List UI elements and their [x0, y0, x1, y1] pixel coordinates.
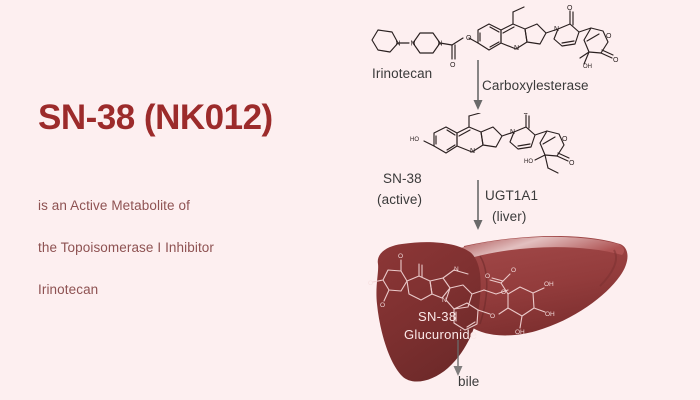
svg-text:OH: OH [515, 329, 525, 336]
svg-text:O: O [511, 267, 516, 274]
svg-text:O: O [562, 136, 568, 143]
subtitle-line-2: the Topoisomerase I Inhibitor [38, 240, 215, 255]
svg-text:N: N [514, 45, 519, 52]
label-ugt1a1-site: (liver) [492, 209, 527, 224]
svg-text:OH: OH [544, 281, 554, 288]
svg-text:O: O [523, 113, 529, 116]
svg-text:O: O [567, 5, 573, 12]
svg-text:O: O [466, 35, 472, 42]
liver-lobe-edge [479, 255, 488, 325]
svg-text:N: N [395, 41, 400, 48]
subtitle-line-3: Irinotecan [38, 282, 99, 297]
svg-text:O: O [606, 33, 612, 40]
svg-text:N: N [410, 41, 415, 48]
svg-text:N: N [470, 148, 475, 155]
label-liver-sn38: SN-38 [418, 309, 457, 324]
label-ugt1a1: UGT1A1 [485, 188, 539, 203]
svg-text:O: O [490, 313, 495, 320]
irinotecan-structure: N N N O O N N O O O OH [371, 5, 619, 70]
arrow-carboxylesterase [473, 60, 483, 110]
svg-text:OH: OH [545, 311, 555, 318]
svg-text:O: O [380, 302, 385, 309]
svg-text:O: O [501, 289, 506, 296]
sn38-glucuronide-atom-labels: O O O N N O O O OH OH OH O [368, 253, 555, 336]
arrow-ugt1a1 [473, 180, 483, 230]
label-bile: bile [458, 374, 480, 389]
label-sn38-active-state: (active) [377, 192, 423, 207]
label-liver-glucuronide: Glucuronide [404, 327, 478, 342]
liver-left-lobe [376, 242, 481, 382]
svg-text:HO: HO [410, 137, 419, 143]
svg-text:O: O [485, 273, 490, 280]
svg-text:O: O [368, 280, 373, 287]
svg-text:N: N [454, 266, 459, 273]
svg-text:O: O [398, 253, 403, 260]
svg-text:HO: HO [524, 159, 533, 165]
label-carboxylesterase: Carboxylesterase [482, 78, 589, 93]
svg-text:O: O [613, 57, 619, 64]
pathway-diagram-panel: N N N O O N N O O O OH Irinotecan Carbox… [350, 0, 700, 400]
svg-text:N: N [554, 26, 559, 33]
svg-text:O: O [450, 62, 456, 69]
left-text-panel: SN-38 (NK012) is an Active Metabolite of… [38, 98, 273, 297]
svg-text:O: O [569, 160, 575, 167]
sn38-glucuronide-structure [372, 259, 546, 331]
svg-text:OH: OH [583, 64, 592, 70]
liver-right-lobe [459, 235, 628, 336]
liver-falciform-highlight [458, 236, 625, 259]
sn38-structure: HO N N O O O HO [410, 113, 575, 174]
arrow-bile [453, 340, 463, 376]
subtitle-line-1: is an Active Metabolite of [38, 198, 190, 213]
liver-right-edge-shade [599, 249, 618, 287]
svg-text:N: N [442, 297, 447, 304]
svg-text:N: N [510, 129, 515, 136]
svg-text:N: N [437, 41, 442, 48]
label-irinotecan: Irinotecan [372, 66, 433, 81]
page-title: SN-38 (NK012) [38, 98, 273, 137]
label-sn38: SN-38 [383, 171, 422, 186]
liver-illustration: O O O N N O O O OH OH OH O [368, 228, 633, 388]
